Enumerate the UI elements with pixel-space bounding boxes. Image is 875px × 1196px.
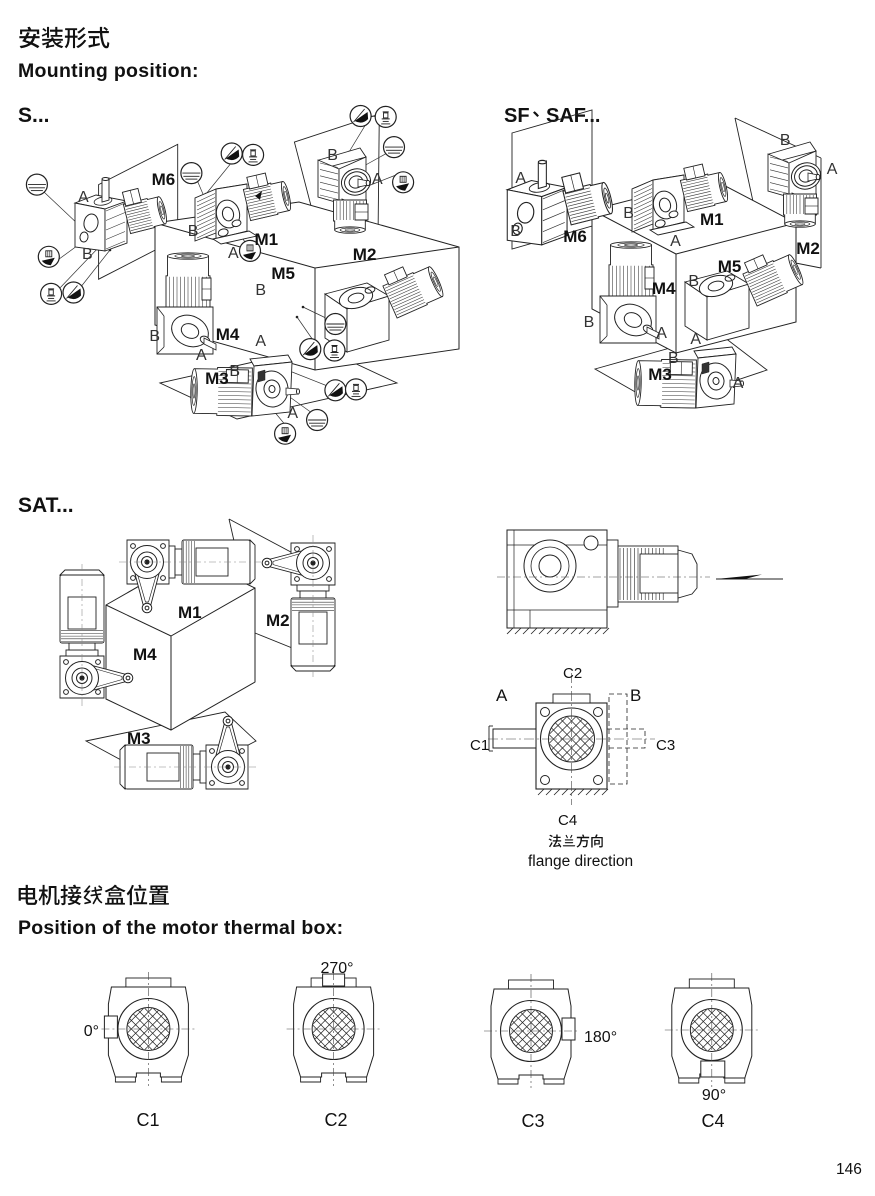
svg-text:A: A (515, 170, 526, 187)
svg-text:B: B (149, 328, 160, 345)
svg-text:M2: M2 (796, 239, 820, 258)
svg-text:A: A (255, 333, 266, 350)
svg-text:B: B (229, 363, 240, 380)
svg-text:B: B (668, 350, 679, 367)
svg-text:270°: 270° (320, 960, 353, 977)
svg-text:B: B (327, 147, 338, 164)
svg-text:A: A (670, 233, 681, 250)
svg-text:C4: C4 (701, 1111, 724, 1131)
svg-text:A: A (733, 375, 744, 392)
svg-text:A: A (196, 347, 207, 364)
svg-text:S...: S... (18, 104, 50, 127)
svg-text:M2: M2 (353, 245, 377, 264)
svg-text:B: B (623, 205, 634, 222)
svg-text:M6: M6 (152, 170, 176, 189)
svg-text:A: A (690, 331, 701, 348)
svg-text:flange direction: flange direction (528, 853, 633, 870)
svg-text:C2: C2 (324, 1110, 347, 1130)
svg-text:M3: M3 (127, 729, 151, 748)
svg-text:A: A (827, 161, 838, 178)
svg-text:C1: C1 (470, 737, 489, 754)
svg-text:C3: C3 (656, 737, 675, 754)
svg-text:M3: M3 (648, 365, 672, 384)
svg-text:B: B (188, 223, 199, 240)
svg-text:B: B (255, 282, 266, 299)
svg-text:C4: C4 (558, 812, 577, 829)
svg-text:C1: C1 (136, 1110, 159, 1130)
svg-text:A: A (228, 245, 239, 262)
svg-text:A: A (287, 405, 298, 422)
svg-text:180°: 180° (584, 1029, 617, 1046)
svg-text:M5: M5 (271, 264, 295, 283)
svg-text:B: B (82, 246, 93, 263)
svg-text:M1: M1 (255, 230, 279, 249)
svg-text:B: B (510, 223, 521, 240)
svg-text:M4: M4 (216, 325, 240, 344)
svg-text:Position of the motor thermal: Position of the motor thermal box: (18, 917, 343, 939)
svg-text:M4: M4 (652, 279, 676, 298)
svg-text:0°: 0° (84, 1023, 99, 1040)
svg-text:A: A (496, 686, 508, 705)
svg-text:C3: C3 (521, 1111, 544, 1131)
svg-text:M4: M4 (133, 645, 157, 664)
svg-text:146: 146 (836, 1161, 862, 1178)
svg-text:A: A (372, 171, 383, 188)
svg-text:B: B (584, 314, 595, 331)
svg-text:M1: M1 (178, 603, 202, 622)
svg-text:C2: C2 (563, 665, 582, 682)
svg-text:M5: M5 (718, 257, 742, 276)
svg-text:B: B (688, 273, 699, 290)
svg-text:90°: 90° (702, 1087, 726, 1104)
svg-text:M6: M6 (563, 227, 587, 246)
svg-text:M1: M1 (700, 210, 724, 229)
svg-text:SAT...: SAT... (18, 494, 74, 517)
svg-text:A: A (656, 325, 667, 342)
svg-text:M2: M2 (266, 611, 290, 630)
svg-text:Mounting position:: Mounting position: (18, 60, 199, 82)
svg-text:B: B (630, 686, 641, 705)
svg-text:B: B (780, 132, 791, 149)
svg-text:SF: SF (504, 105, 530, 127)
svg-text:M3: M3 (205, 369, 229, 388)
svg-text:A: A (78, 189, 89, 206)
